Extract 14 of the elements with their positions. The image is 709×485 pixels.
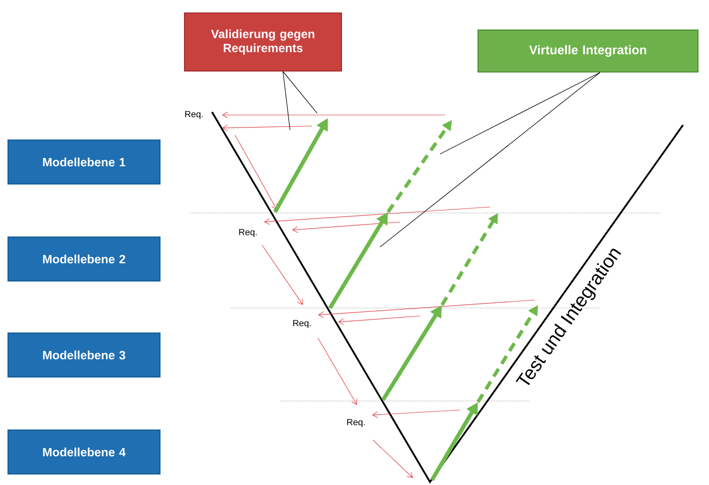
- leader-line: [380, 72, 600, 248]
- level-box: Modellebene 1: [8, 140, 160, 184]
- leader-line: [282, 71, 290, 130]
- level-box: Modellebene 2: [8, 236, 160, 282]
- callout-box: Virtuelle Integration: [478, 30, 698, 72]
- req-label: Req.: [185, 110, 203, 120]
- callout-box: Validierung gegen Requirements: [184, 12, 342, 72]
- level-box: Modellebene 3: [8, 332, 160, 378]
- level-box: Modellebene 4: [8, 430, 160, 474]
- req-label: Req.: [293, 320, 311, 328]
- req-label: Req.: [347, 418, 365, 428]
- req-label: Req.: [239, 228, 257, 238]
- leader-line: [440, 72, 600, 154]
- leader-line: [282, 71, 318, 114]
